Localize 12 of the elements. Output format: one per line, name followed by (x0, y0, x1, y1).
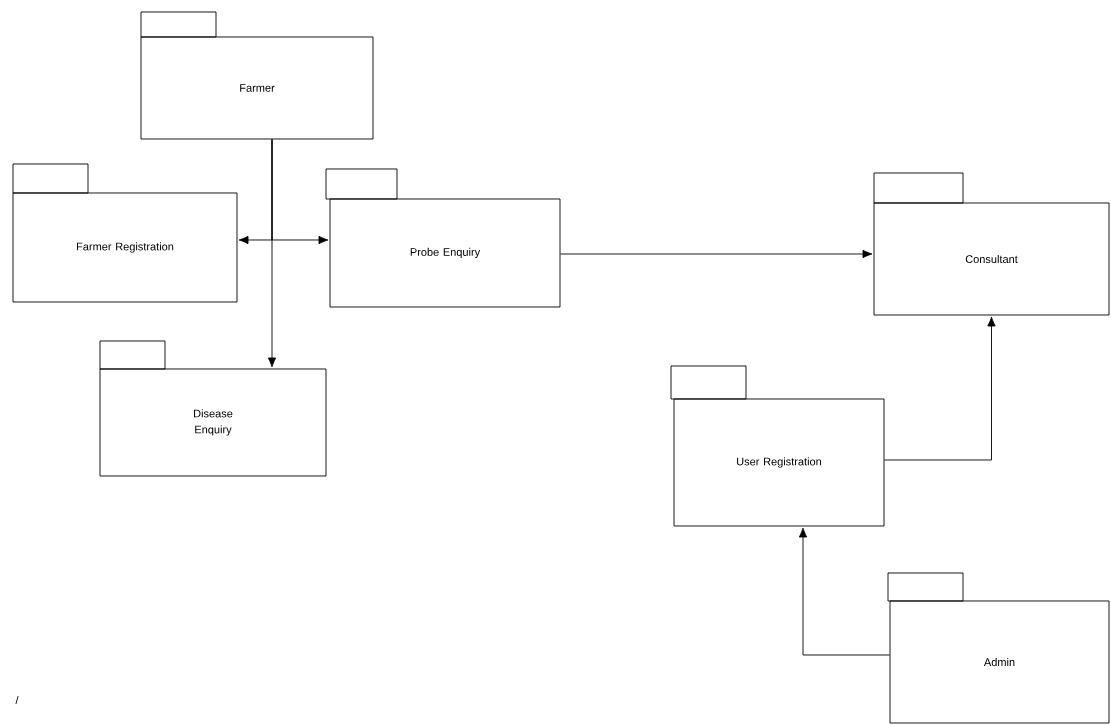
arrow (798, 527, 890, 656)
package-box: Disease Enquiry (99, 340, 327, 477)
arrow (560, 249, 873, 259)
package-box: Probe Enquiry (325, 168, 561, 308)
slash-mark: / (15, 695, 19, 705)
package-box: Farmer (140, 11, 374, 140)
package-box: Farmer Registration (12, 163, 238, 303)
package-box: Admin (887, 572, 1110, 724)
arrow (267, 139, 277, 368)
arrow (884, 316, 996, 461)
package-box: Consultant (873, 172, 1110, 316)
package-box: User Registration (670, 365, 885, 527)
